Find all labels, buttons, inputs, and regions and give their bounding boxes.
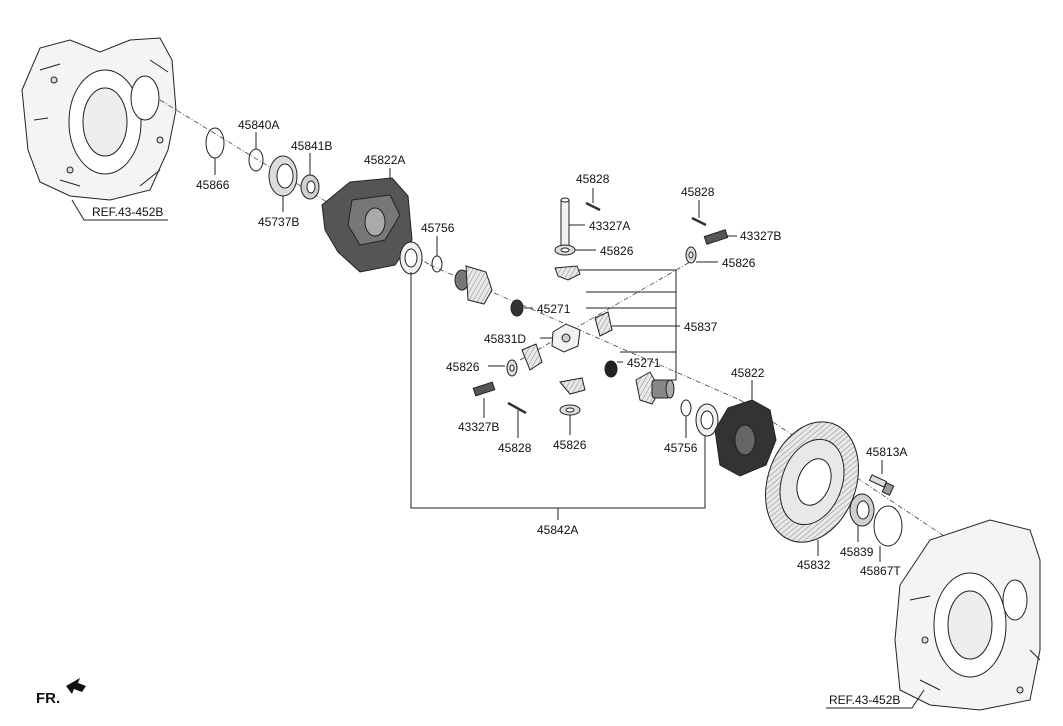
label-45828-b: 45828 (681, 185, 715, 199)
label-45842A: 45842A (537, 523, 578, 537)
lock-pin-45828-b (691, 216, 707, 227)
differential-case-45822A (321, 177, 413, 273)
shim-45756-bottom (680, 399, 692, 417)
washer-45826-d (559, 404, 581, 416)
lock-pin-45828-a (585, 201, 601, 212)
shim-45756-top (431, 255, 443, 273)
label-43327B-bottom: 43327B (458, 420, 499, 434)
bolt-45813A (868, 474, 895, 496)
oil-seal-45737B (268, 155, 298, 197)
front-arrow-icon (66, 678, 86, 694)
pinion-gear-left (521, 343, 543, 371)
pinion-gear-bottom (559, 377, 586, 395)
ref-label-bottom[interactable]: REF.43-452B (829, 693, 900, 707)
label-43327A: 43327A (589, 219, 630, 233)
spider-45831D (551, 323, 581, 353)
label-45828-c: 45828 (498, 441, 532, 455)
label-45826-d: 45826 (553, 438, 587, 452)
label-45840A: 45840A (238, 118, 279, 132)
washer-45826-a (554, 244, 576, 256)
snap-ring-45840A (248, 148, 264, 172)
pinion-gear-45837 (594, 311, 613, 337)
label-45826-a: 45826 (600, 244, 634, 258)
label-45826-c: 45826 (446, 360, 480, 374)
ring-gear-45832 (765, 421, 859, 543)
pinion-shaft-43327B-top (703, 229, 729, 245)
label-45839: 45839 (840, 545, 874, 559)
label-45828-a: 45828 (576, 172, 610, 186)
label-45822: 45822 (731, 366, 765, 380)
label-45837: 45837 (684, 320, 718, 334)
ref-label-top[interactable]: REF.43-452B (92, 205, 163, 219)
label-45866: 45866 (196, 178, 230, 192)
thrust-washer-45271-b (604, 360, 618, 378)
thrust-washer-45271-a (510, 299, 524, 317)
thrust-washer-45756-right (695, 403, 719, 437)
bearing-45841B (300, 174, 320, 200)
differential-case-45822 (714, 399, 777, 477)
label-45271-b: 45271 (627, 356, 661, 370)
transmission-case-top-left (21, 37, 177, 201)
lock-pin-45828-c (507, 401, 527, 415)
label-45756-top: 45756 (421, 221, 455, 235)
pinion-gear-top (554, 265, 581, 281)
label-45822A: 45822A (364, 153, 405, 167)
washer-45826-c (506, 359, 518, 377)
o-ring-45867T (873, 505, 903, 547)
pinion-shaft-43327B-bottom (472, 381, 496, 397)
label-45831D: 45831D (484, 332, 526, 346)
part-labels: 45866 45840A 45841B 45737B 45822A 45756 … (36, 118, 907, 707)
label-45826-b: 45826 (722, 256, 756, 270)
thrust-washer-45756-left (399, 241, 423, 275)
pinion-shaft-43327A (560, 197, 570, 251)
transmission-case-bottom-right (894, 519, 1041, 711)
label-45813A: 45813A (866, 445, 907, 459)
side-gear-left (454, 265, 493, 305)
bearing-45839 (849, 493, 875, 527)
label-45832: 45832 (797, 558, 831, 572)
label-45867T: 45867T (860, 564, 901, 578)
o-ring-45866 (205, 127, 225, 159)
washer-45826-b (685, 246, 697, 264)
label-43327B-top: 43327B (740, 229, 781, 243)
side-gear-right (635, 371, 675, 405)
label-45271-a: 45271 (537, 302, 571, 316)
front-indicator: FR. (36, 690, 60, 707)
leader-lines (71, 132, 925, 709)
label-45756-bottom: 45756 (664, 441, 698, 455)
label-45737B: 45737B (258, 215, 299, 229)
label-45841B: 45841B (291, 139, 332, 153)
